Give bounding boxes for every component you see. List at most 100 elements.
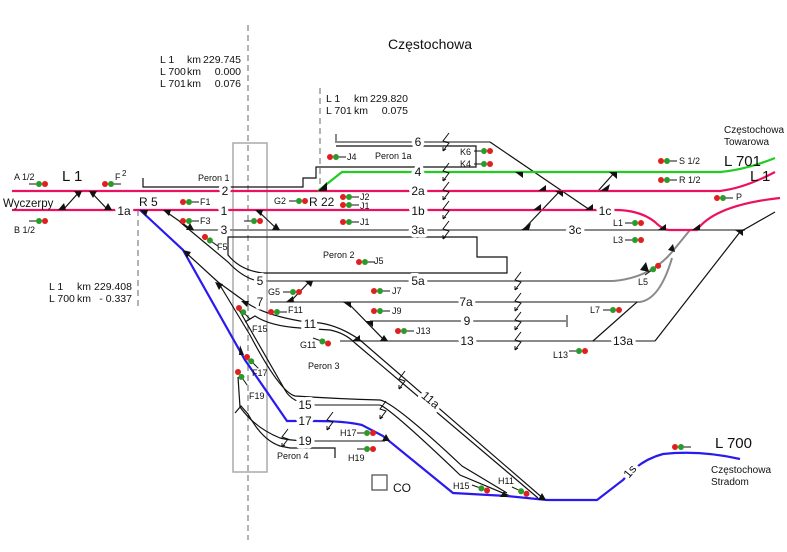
switch-area-r5: R 5 — [139, 195, 158, 209]
signal-icon[interactable] — [370, 287, 391, 295]
signal-icon[interactable] — [267, 308, 288, 316]
signal-icon[interactable] — [473, 160, 494, 168]
signal-icon[interactable] — [243, 217, 264, 225]
track-11-outer[interactable] — [182, 249, 546, 501]
track-6[interactable] — [335, 134, 490, 143]
track-11-inner[interactable] — [244, 315, 539, 499]
signal-label: F11 — [288, 305, 303, 315]
track-label: 1c — [599, 204, 612, 218]
track-15-upper[interactable] — [217, 281, 508, 494]
track-label: 9 — [464, 314, 471, 328]
line-label-l701: L 701 — [724, 153, 761, 170]
signal-label: L13 — [553, 350, 568, 360]
signal-icon[interactable] — [326, 153, 347, 161]
track-label: 19 — [298, 434, 312, 448]
signal-icon[interactable] — [355, 258, 376, 266]
km-value: 0.075 — [382, 105, 408, 117]
km-value: 229.408 — [94, 281, 132, 293]
signal-icon[interactable] — [179, 217, 200, 225]
signal-icon[interactable] — [624, 236, 645, 244]
platform-label: Peron 4 — [277, 451, 309, 461]
signal-icon[interactable] — [657, 176, 678, 184]
signal-icon[interactable] — [282, 288, 303, 296]
signal-label: J1 — [360, 217, 370, 227]
track-label: 3c — [569, 223, 582, 237]
track-label: 2a — [411, 184, 425, 198]
switch-connection — [489, 141, 591, 211]
signal-label: J9 — [392, 306, 402, 316]
track-label: 7 — [257, 295, 264, 309]
signal-label: H17 — [340, 428, 357, 438]
station-title: Częstochowa — [388, 36, 472, 52]
line-l701-track-4[interactable] — [317, 156, 776, 192]
wyczerpy-crossover — [62, 190, 109, 211]
signal-label: G2 — [274, 196, 286, 206]
signal-label: F19 — [249, 391, 265, 401]
km-line: L 701 — [160, 78, 186, 90]
km-line: L 700 — [160, 66, 186, 78]
line-l700-track-17[interactable] — [139, 209, 741, 502]
signal-label: G5 — [268, 287, 280, 297]
signal-label: R 1/2 — [679, 175, 701, 185]
signal-icon[interactable] — [356, 429, 377, 437]
signal-icon[interactable] — [28, 217, 49, 225]
signal-icon[interactable] — [339, 193, 360, 201]
platform-label: Peron 3 — [308, 361, 340, 371]
km-unit: km — [354, 105, 368, 117]
signal-icon[interactable] — [473, 147, 494, 155]
signal-label: H11 — [498, 476, 514, 486]
signal-label: J7 — [392, 286, 402, 296]
signal-label: F1 — [200, 197, 211, 207]
signal-label: K6 — [460, 147, 471, 157]
km-value: 229.820 — [370, 93, 408, 105]
track-label: 15 — [298, 398, 312, 412]
platform-label: Peron 2 — [323, 250, 355, 260]
signal-icon[interactable] — [370, 307, 391, 315]
direction-wyczerpy: Wyczerpy — [3, 198, 54, 210]
km-marker-3: L 1 km 229.408 L 700 km - 0.337 — [49, 281, 132, 305]
km-line: L 1 — [160, 54, 174, 66]
track-7[interactable] — [270, 257, 673, 303]
track-19-lower[interactable] — [234, 405, 291, 449]
signal-icon[interactable] — [288, 197, 309, 205]
track-label: 17 — [298, 414, 312, 428]
signal-icon[interactable] — [657, 157, 678, 165]
signal-icon[interactable] — [568, 347, 589, 355]
signal-icon[interactable] — [339, 218, 360, 226]
signal-icon[interactable] — [671, 443, 692, 451]
signal-icon[interactable] — [624, 219, 645, 227]
track-label: 6 — [415, 135, 422, 149]
signal-label: L3 — [613, 235, 623, 245]
switch-markers — [58, 172, 743, 500]
signal-icon[interactable] — [713, 194, 734, 202]
track-5[interactable] — [258, 229, 691, 282]
platform-1-outline — [142, 145, 477, 188]
track-19-upper[interactable] — [237, 376, 316, 442]
direction-towarowa: Towarowa — [724, 137, 769, 148]
signal-icon[interactable] — [356, 445, 377, 453]
track-13a-link — [654, 211, 776, 342]
signal-icon[interactable] — [179, 198, 200, 206]
direction-towarowa: Częstochowa — [724, 125, 784, 136]
signal-icon[interactable] — [233, 367, 251, 388]
signal-label: J1 — [360, 201, 370, 211]
signal-label: H15 — [453, 481, 470, 491]
km-line: L 1 — [326, 93, 340, 105]
signal-label: J2 — [360, 192, 370, 202]
switch-area-r22: R 22 — [309, 195, 335, 209]
separator-icon — [398, 370, 406, 390]
separator-icon — [379, 400, 387, 420]
track-label: 1b — [411, 204, 425, 218]
line-l1-track-2[interactable] — [12, 171, 776, 193]
signal-label: L5 — [638, 277, 648, 287]
track-label: 13a — [613, 334, 633, 348]
signal-icon[interactable] — [339, 201, 360, 209]
line-label-l700: L 700 — [715, 435, 752, 452]
signal-label: L7 — [590, 305, 600, 315]
switch-connection — [597, 171, 616, 192]
track-15-lower[interactable] — [237, 307, 511, 497]
km-line: L 1 — [49, 281, 63, 293]
signal-icon[interactable] — [394, 327, 415, 335]
signal-icon[interactable] — [602, 306, 623, 314]
